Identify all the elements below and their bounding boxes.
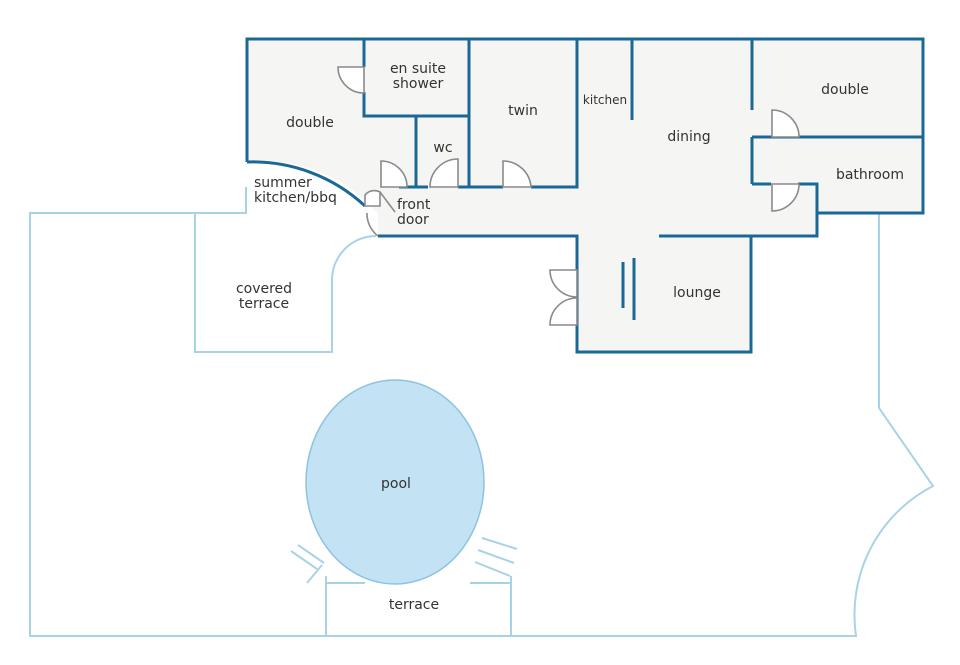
label-double-right: double — [821, 82, 869, 98]
label-front: front — [397, 197, 431, 213]
pool-ladder-left — [290, 544, 325, 584]
door-en-suite — [337, 66, 365, 94]
door-wc — [429, 158, 459, 188]
label-en-suite: en suite — [390, 61, 446, 77]
doors — [337, 66, 800, 326]
label-covered: covered — [236, 281, 292, 297]
label-kitchen: kitchen — [583, 93, 627, 107]
label-twin: twin — [508, 103, 538, 119]
door-front-arc — [366, 212, 379, 237]
pool-shape — [305, 379, 485, 585]
house-walls — [245, 37, 925, 354]
label-door: door — [397, 212, 429, 228]
door-front-leaf — [364, 189, 381, 207]
door-lounge-top — [549, 269, 578, 298]
label-terrace-covered: terrace — [239, 296, 289, 312]
door-twin — [502, 160, 532, 188]
door-double-right — [771, 109, 800, 138]
room-labels: en suite shower double wc twin kitchen d… — [236, 61, 904, 613]
label-summer: summer — [254, 175, 312, 191]
outdoor-boundary — [29, 187, 935, 637]
label-terrace: terrace — [389, 597, 439, 613]
label-dining: dining — [667, 129, 710, 145]
label-double-left: double — [286, 115, 334, 131]
door-bathroom — [771, 183, 800, 212]
door-lounge-bottom — [549, 297, 578, 326]
label-wc: wc — [433, 140, 452, 156]
label-kitchen-bbq: kitchen/bbq — [254, 190, 337, 206]
door-front-swing — [379, 191, 396, 213]
pool-ladder-right — [474, 537, 518, 577]
label-shower: shower — [393, 76, 444, 92]
label-pool: pool — [381, 476, 411, 492]
label-bathroom: bathroom — [836, 167, 904, 183]
door-double-left — [380, 160, 408, 188]
label-lounge: lounge — [673, 285, 721, 301]
